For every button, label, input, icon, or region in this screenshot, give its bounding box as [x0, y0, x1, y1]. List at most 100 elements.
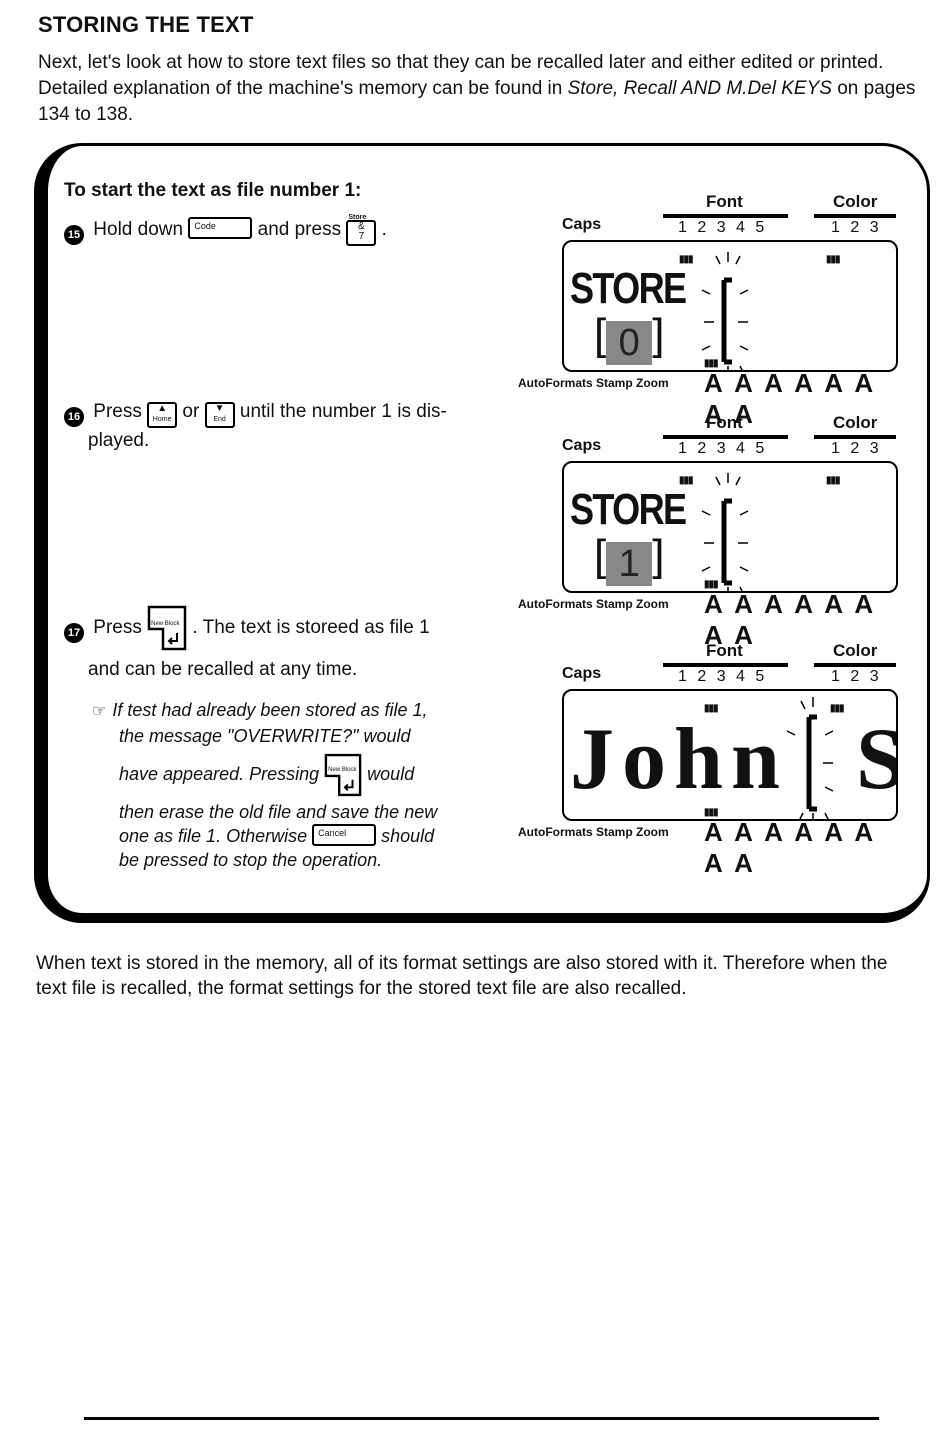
cursor-icon — [786, 697, 834, 819]
note-text: be pressed to stop the operation. — [119, 850, 383, 870]
step-text: until the number 1 is dis- — [239, 401, 447, 422]
section-title: STORING THE TEXT — [38, 12, 254, 37]
pointing-hand-icon: ☞ — [92, 703, 107, 720]
subhead: To start the text as file number 1: — [64, 180, 362, 201]
step-17: 17 Press New Block . The text is storeed… — [64, 605, 430, 683]
note-text: one as file 1. Otherwise — [119, 826, 308, 846]
intro-text-1: Next, let's look at how to store text fi… — [38, 52, 884, 99]
indicator-icon: ▮▮▮ — [704, 807, 718, 818]
caps-label: Caps — [562, 437, 602, 454]
lcd-display-3: Font Color Caps 1 2 3 4 5 1 2 3 ▮▮▮ ▮▮▮ … — [518, 641, 903, 878]
color-label: Color — [833, 641, 878, 660]
indicator-icon: ▮▮▮ — [679, 254, 693, 265]
intro-text-2: on pages 134 to 138. — [38, 78, 916, 125]
note-text: the message "OVERWRITE?" would — [119, 726, 411, 746]
key-function-label: Store — [348, 214, 367, 221]
format-glyphs-icon: A A A A A A A A — [704, 368, 876, 429]
store-key-wrap: Store &7 — [346, 214, 377, 246]
note-line: one as file 1. Otherwise Cancel should — [92, 824, 437, 848]
indicator-icon: ▮▮▮ — [826, 254, 840, 265]
step-text: Press — [93, 401, 142, 422]
lcd-footer-labels: AutoFormats Stamp Zoom — [518, 597, 669, 611]
key-label: Cancel — [318, 828, 347, 838]
indicator-icon: ▮▮▮ — [679, 475, 693, 486]
step-number-badge: 16 — [64, 407, 84, 427]
note: ☞ If test had already been stored as file… — [92, 698, 437, 872]
step-text: Press — [93, 617, 142, 638]
indicator-icon: ▮▮▮ — [704, 358, 718, 369]
step-text-line2: and can be recalled at any time. — [88, 659, 358, 680]
lcd-screen: ▮▮▮ ▮▮▮ STORE [0] ▮▮▮ — [562, 240, 898, 372]
enter-key-shape — [147, 605, 187, 651]
color-label: Color — [833, 413, 878, 432]
s-text: S — [856, 709, 896, 810]
store-text: STORE — [570, 485, 687, 534]
color-label: Color — [833, 192, 878, 211]
key-label: Code — [194, 221, 216, 231]
note-line: ☞ If test had already been stored as file… — [92, 698, 437, 724]
indicator-icon: ▮▮▮ — [830, 703, 844, 714]
font-bar — [663, 435, 788, 439]
format-glyphs-icon: A A A A A A A A — [704, 817, 876, 878]
indicator-icon: ▮▮▮ — [704, 579, 718, 590]
indicator-icon: ▮▮▮ — [704, 703, 718, 714]
font-numbers: 1 2 3 4 5 — [678, 219, 768, 236]
note-text: then erase the old file and save the new — [119, 802, 438, 822]
seven-key-icon: &7 — [346, 220, 377, 246]
step-text: Hold down — [93, 219, 184, 240]
cancel-key-icon: Cancel — [312, 824, 377, 846]
store-text: STORE — [570, 264, 687, 313]
color-numbers: 1 2 3 — [831, 440, 882, 457]
step-16: 16 Press ▲Home or ▼End until the number … — [64, 399, 447, 454]
key-label: End — [213, 416, 226, 423]
enter-key-shape — [324, 753, 362, 797]
step-text-line2: played. — [88, 430, 150, 451]
instruction-box — [34, 143, 930, 923]
key-label: New Block — [328, 767, 357, 773]
key-label: Home — [152, 416, 172, 423]
lcd-footer-labels: AutoFormats Stamp Zoom — [518, 376, 669, 390]
key-label: 7 — [358, 231, 365, 242]
step-text: . — [381, 219, 387, 240]
lcd-footer-labels: AutoFormats Stamp Zoom — [518, 825, 669, 839]
color-bar — [814, 663, 896, 667]
file-number-value: 1 — [606, 542, 653, 586]
step-text: or — [182, 401, 200, 422]
file-number-value: 0 — [606, 321, 653, 365]
note-line: have appeared. Pressing New Block would — [92, 752, 437, 797]
color-bar — [814, 214, 896, 218]
end-key-icon: ▼End — [204, 402, 235, 428]
format-glyphs-icon: A A A A A A A A — [704, 589, 876, 650]
new-block-key-icon: New Block — [324, 752, 362, 797]
font-label: Font — [706, 413, 743, 432]
home-key-icon: ▲Home — [147, 402, 178, 428]
step-number-badge: 17 — [64, 623, 84, 643]
lcd-screen: ▮▮▮ ▮▮▮ STORE [1] ▮▮▮ — [562, 461, 898, 593]
font-label: Font — [706, 641, 743, 660]
cursor-icon — [701, 473, 749, 591]
lcd-display-1: Font Color Caps 1 2 3 4 5 1 2 3 ▮▮▮ ▮▮▮ … — [518, 192, 903, 429]
font-bar — [663, 663, 788, 667]
note-text: would — [367, 764, 415, 784]
color-bar — [814, 435, 896, 439]
new-block-key-icon: New Block — [147, 605, 187, 651]
footer-rule — [84, 1417, 879, 1420]
intro-paragraph: Next, let's look at how to store text fi… — [38, 50, 928, 128]
note-text: If test had already been stored as file … — [112, 700, 428, 720]
file-number: [1] — [594, 531, 665, 586]
caps-label: Caps — [562, 665, 602, 682]
key-label: New Block — [151, 621, 180, 627]
lcd-display-2: Font Color Caps 1 2 3 4 5 1 2 3 ▮▮▮ ▮▮▮ … — [518, 413, 903, 650]
intro-reference: Store, Recall AND M.Del KEYS — [567, 78, 832, 99]
color-numbers: 1 2 3 — [831, 219, 882, 236]
step-number-badge: 15 — [64, 225, 84, 245]
font-numbers: 1 2 3 4 5 — [678, 440, 768, 457]
code-key-icon: Code — [188, 217, 253, 239]
step-text: . The text is storeed as file 1 — [192, 617, 430, 638]
caps-label: Caps — [562, 216, 602, 233]
font-numbers: 1 2 3 4 5 — [678, 668, 768, 685]
color-numbers: 1 2 3 — [831, 668, 882, 685]
indicator-icon: ▮▮▮ — [826, 475, 840, 486]
step-15: 15 Hold down Code and press Store &7 . — [64, 214, 387, 246]
font-bar — [663, 214, 788, 218]
